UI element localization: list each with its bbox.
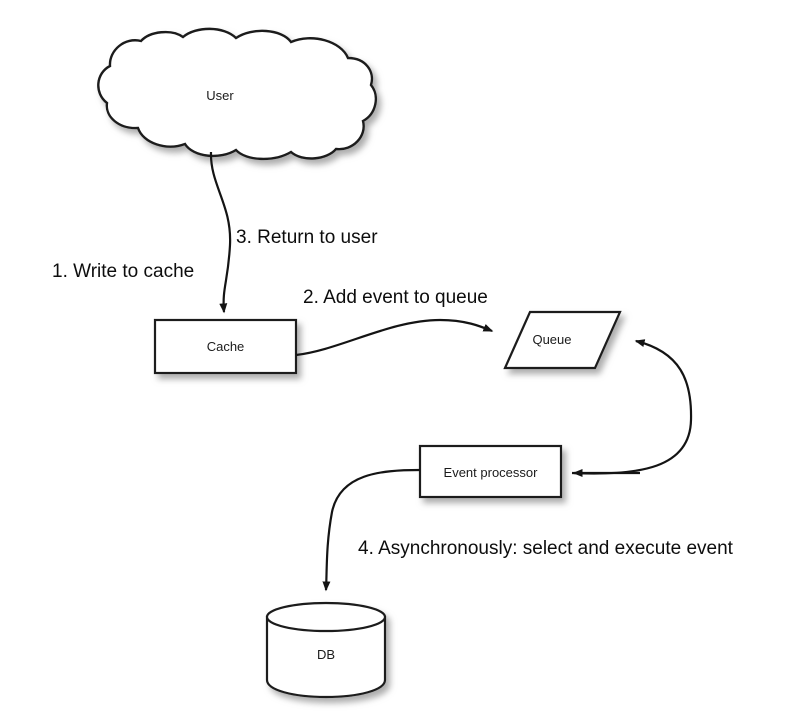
cloud-shape <box>97 27 378 161</box>
db-cylinder-top <box>265 601 387 633</box>
edge-event-processor-to-db <box>322 468 421 592</box>
step-label-3: 3. Return to user <box>236 227 378 248</box>
edge-cache-to-queue <box>295 318 494 357</box>
step-label-4: 4. Asynchronously: select and execute ev… <box>358 538 734 559</box>
node-event-processor-label: Event processor <box>444 465 539 480</box>
node-user-label: User <box>206 88 234 103</box>
node-db[interactable]: DB <box>265 601 387 699</box>
cache-box <box>153 318 298 375</box>
step-label-2: 2. Add event to queue <box>303 287 488 308</box>
event-processor-box <box>418 444 563 499</box>
node-event-processor[interactable]: Event processor <box>418 444 563 499</box>
node-user[interactable]: User <box>97 27 378 161</box>
db-cylinder-body <box>265 615 387 699</box>
edge-user-to-cache <box>209 151 232 314</box>
node-cache-label: Cache <box>207 339 245 354</box>
node-queue-label: Queue <box>532 332 571 347</box>
node-cache[interactable]: Cache <box>153 318 298 375</box>
node-queue[interactable]: Queue <box>503 310 622 370</box>
node-db-label: DB <box>317 647 335 662</box>
queue-shape <box>503 310 622 370</box>
step-label-1: 1. Write to cache <box>52 261 194 282</box>
